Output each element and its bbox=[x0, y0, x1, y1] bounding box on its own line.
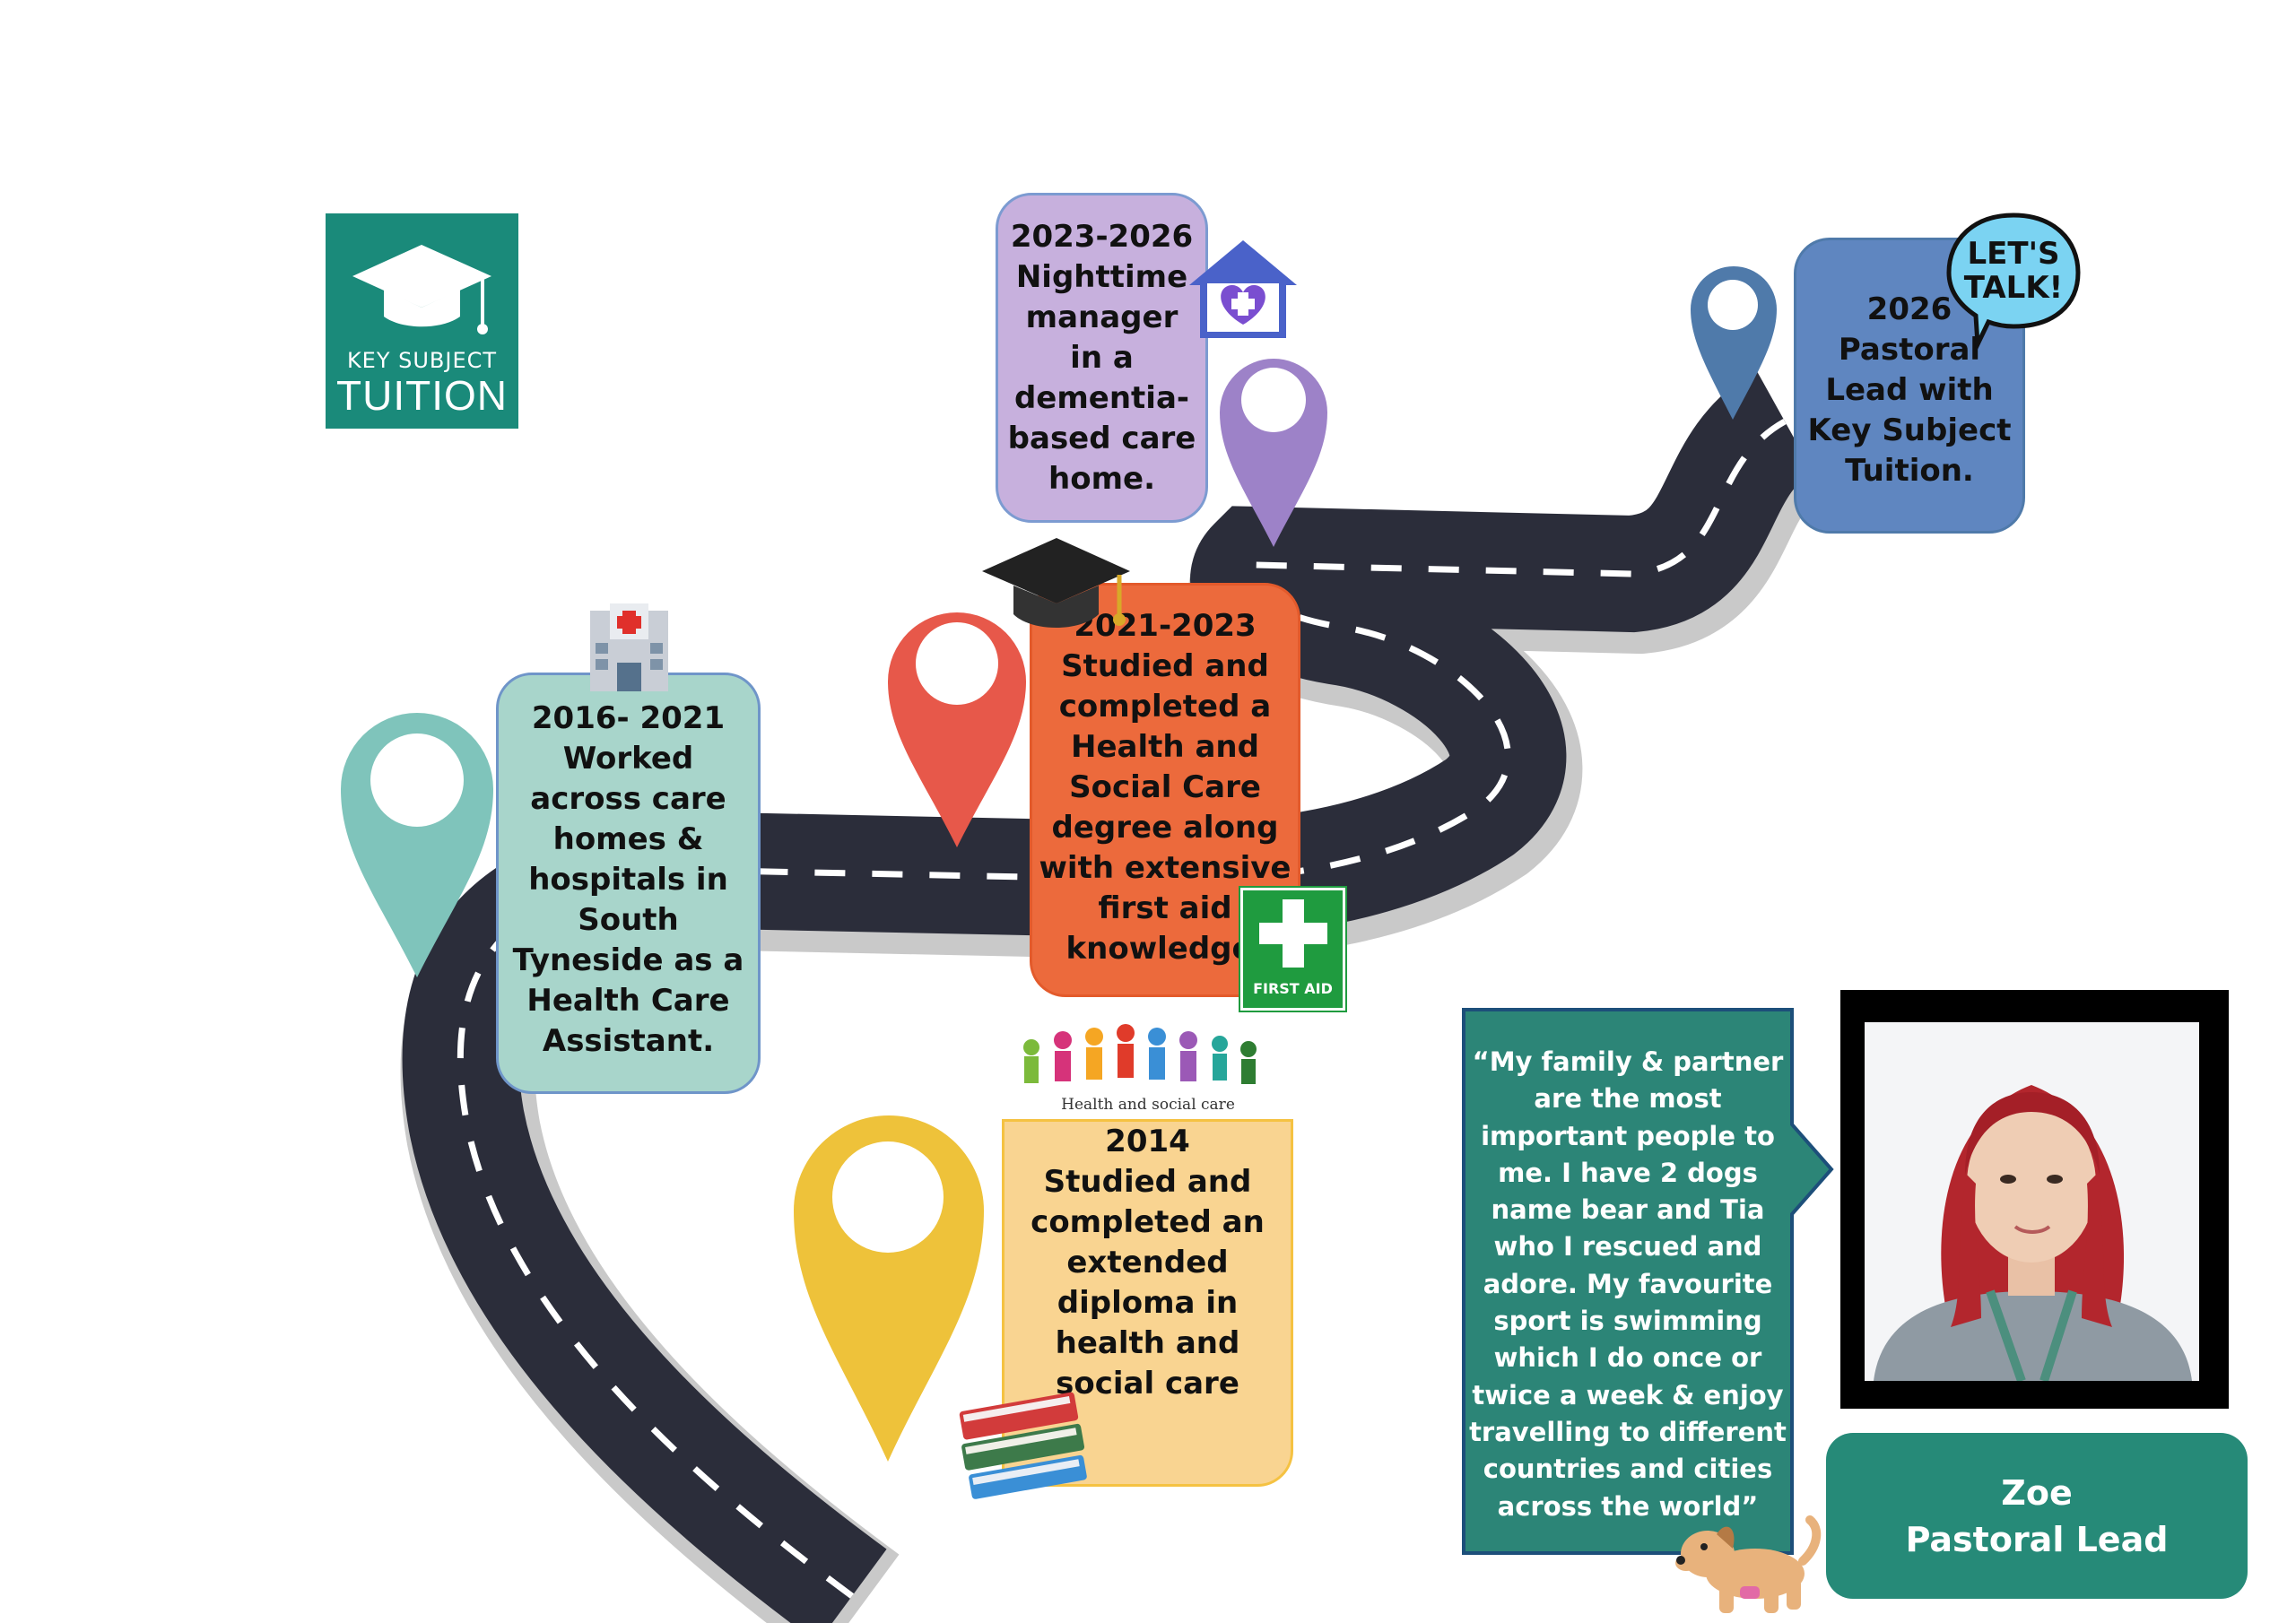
milestone-line: Studied and bbox=[1043, 1164, 1252, 1200]
quote-line: are the most bbox=[1534, 1083, 1722, 1115]
books-icon bbox=[959, 1392, 1087, 1499]
milestone-line: Assistant. bbox=[542, 1023, 715, 1059]
graduation-cap-icon bbox=[982, 538, 1130, 628]
quote-line: who I rescued and bbox=[1493, 1231, 1762, 1263]
purple-map-pin-icon bbox=[1220, 359, 1327, 547]
milestone-2016-2021: 2016- 2021 Worked across care homes & ho… bbox=[496, 673, 761, 1094]
profile-photo bbox=[1865, 1022, 2199, 1381]
hospital-icon bbox=[590, 603, 668, 691]
profile-name: Zoe bbox=[2001, 1472, 2073, 1513]
milestone-line: Health Care bbox=[526, 983, 730, 1019]
quote-line: name bear and Tia bbox=[1491, 1194, 1765, 1226]
quote-line: which I do once or bbox=[1493, 1342, 1762, 1374]
milestone-line: South bbox=[578, 902, 679, 938]
quote-line: twice a week & enjoy bbox=[1472, 1379, 1784, 1410]
quote-line: travelling to different bbox=[1469, 1416, 1787, 1447]
milestone-line: hospitals in bbox=[528, 862, 728, 898]
quote-line: me. I have 2 dogs bbox=[1498, 1157, 1758, 1188]
first-aid-badge: FIRST AID bbox=[1240, 888, 1345, 1011]
milestone-line: completed an bbox=[1031, 1204, 1265, 1240]
milestone-line: based care bbox=[1007, 421, 1196, 456]
profile-photo-frame bbox=[1840, 990, 2229, 1409]
milestone-line: first aid bbox=[1098, 890, 1232, 926]
milestone-line: degree along bbox=[1051, 810, 1279, 846]
milestone-line: Studied and bbox=[1061, 648, 1269, 684]
milestone-line: 2014 bbox=[1105, 1124, 1190, 1159]
key-subject-tuition-logo: KEY SUBJECT TUITION bbox=[326, 213, 518, 429]
milestone-line: social care bbox=[1056, 1366, 1239, 1402]
milestone-line: homes & bbox=[552, 821, 704, 857]
speech-bubble-line2: TALK! bbox=[1963, 270, 2064, 306]
milestone-line: knowledge. bbox=[1065, 931, 1265, 967]
yellow-map-pin-icon bbox=[794, 1115, 984, 1462]
quote-line: countries and cities bbox=[1483, 1454, 1773, 1485]
care-home-icon bbox=[1189, 240, 1297, 338]
milestone-line: 2016- 2021 bbox=[531, 700, 726, 736]
milestone-line: 2026 bbox=[1866, 291, 1952, 327]
people-group-icon bbox=[1023, 1024, 1257, 1084]
milestone-line: Pastoral bbox=[1838, 332, 1981, 368]
speech-bubble-icon bbox=[1946, 213, 2081, 352]
quote-line: important people to bbox=[1481, 1120, 1775, 1151]
graduation-cap-logo-icon bbox=[352, 245, 491, 334]
quote-line: sport is swimming bbox=[1493, 1306, 1762, 1337]
logo-line2: TUITION bbox=[336, 372, 508, 419]
blue-map-pin-icon bbox=[1691, 266, 1777, 420]
person-portrait-icon bbox=[1874, 1085, 2192, 1381]
milestone-line: Key Subject bbox=[1807, 412, 2012, 448]
milestone-line: Nighttime bbox=[1015, 259, 1188, 295]
milestone-line: home. bbox=[1048, 461, 1155, 497]
milestone-line: Social Care bbox=[1069, 769, 1261, 805]
red-map-pin-icon bbox=[888, 612, 1026, 847]
quote-line: across the world” bbox=[1497, 1490, 1759, 1522]
milestone-line: 2023-2026 bbox=[1010, 219, 1194, 255]
teal-map-pin-icon bbox=[341, 713, 493, 977]
first-aid-label: FIRST AID bbox=[1253, 980, 1333, 997]
health-social-care-caption: Health and social care bbox=[1061, 1096, 1235, 1114]
milestone-2023-2026: 2023-2026 Nighttime manager in a dementi… bbox=[996, 193, 1208, 523]
milestone-line: Worked bbox=[562, 741, 694, 777]
quote-line: “My family & partner bbox=[1472, 1046, 1784, 1077]
milestone-line: Tyneside as a bbox=[512, 942, 744, 978]
lets-talk-speech-bubble: LET'S TALK! bbox=[1942, 208, 2085, 352]
milestone-line: Health and bbox=[1071, 729, 1259, 765]
quote-line: adore. My favourite bbox=[1483, 1268, 1773, 1299]
dog-icon bbox=[1675, 1515, 1822, 1613]
milestone-2014: 2014 Studied and completed an extended d… bbox=[1002, 1119, 1293, 1487]
profile-role: Pastoral Lead bbox=[1905, 1519, 2169, 1559]
speech-bubble-line1: LET'S bbox=[1967, 236, 2060, 272]
milestone-2021-2023: 2021-2023 Studied and completed a Health… bbox=[1030, 583, 1300, 997]
milestone-line: health and bbox=[1055, 1325, 1240, 1361]
milestone-line: across care bbox=[530, 781, 726, 817]
milestone-line: completed a bbox=[1058, 689, 1272, 725]
profile-name-card: Zoe Pastoral Lead bbox=[1826, 1433, 2248, 1599]
milestone-line: Tuition. bbox=[1845, 453, 1974, 489]
milestone-line: 2021-2023 bbox=[1074, 608, 1257, 644]
personal-quote: “My family & partner are the most import… bbox=[1462, 1008, 1794, 1555]
milestone-line: manager bbox=[1025, 299, 1178, 335]
milestone-line: extended bbox=[1066, 1245, 1229, 1280]
milestone-line: dementia- bbox=[1013, 380, 1190, 416]
logo-line1: KEY SUBJECT bbox=[346, 348, 498, 373]
first-aid-cross-icon bbox=[1259, 899, 1327, 968]
milestone-line: with extensive bbox=[1039, 850, 1292, 886]
milestone-line: diploma in bbox=[1057, 1285, 1239, 1321]
milestone-line: in a bbox=[1070, 340, 1134, 376]
milestone-line: Lead with bbox=[1825, 372, 1994, 408]
quote-panel-background bbox=[1462, 1008, 1834, 1555]
